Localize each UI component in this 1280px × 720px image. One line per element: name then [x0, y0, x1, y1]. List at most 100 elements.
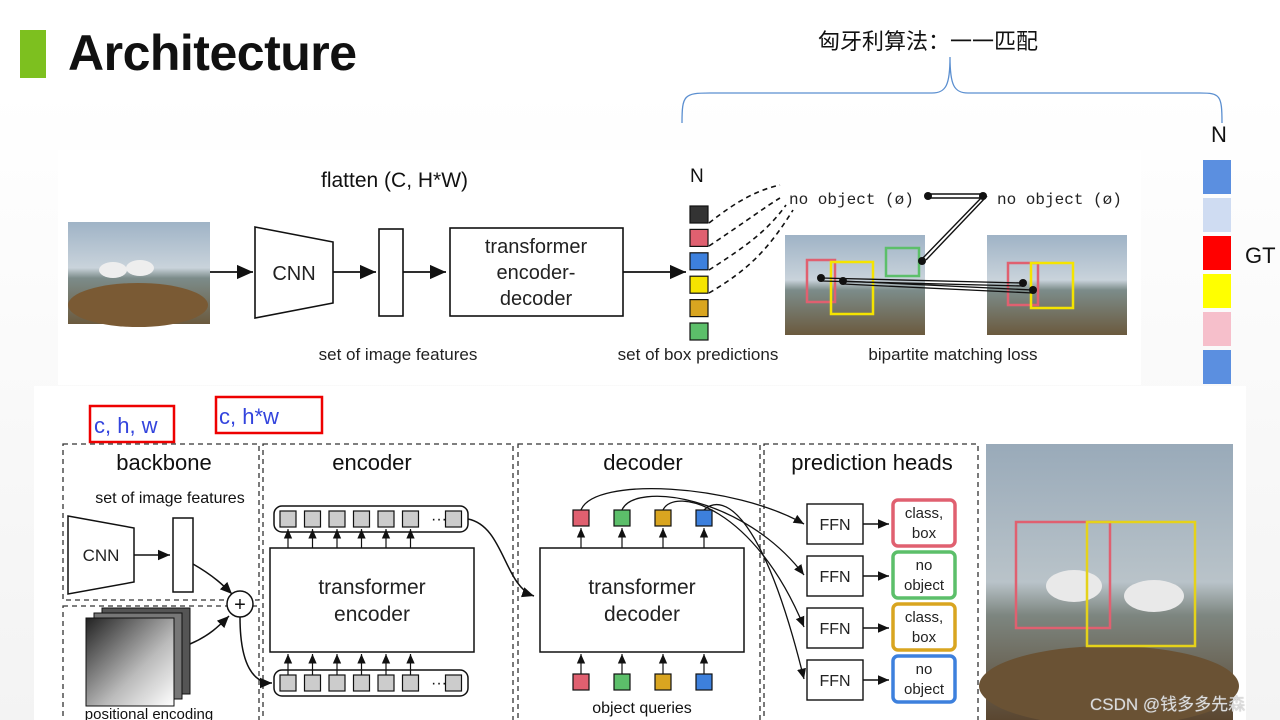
encoder-ellipsis-bottom: ··· [431, 675, 447, 692]
encoder-ellipsis-top: ··· [431, 511, 447, 528]
prediction-square [689, 205, 709, 224]
decoder-title: decoder [603, 450, 683, 475]
head-output-line-2: box [912, 525, 937, 542]
token [444, 510, 463, 528]
top-transformer-line-2: encoder- [497, 262, 576, 284]
decoder-output-square [613, 509, 631, 527]
encoder-section [262, 443, 514, 720]
ffn-label: FFN [819, 621, 850, 638]
head-output-line-2: box [912, 629, 937, 646]
ffn-label: FFN [819, 673, 850, 690]
encoder-box-line-2: encoder [334, 603, 410, 626]
no-object-left: no object (ø) [789, 191, 914, 209]
token [377, 510, 395, 528]
head-output-line-1: no [916, 661, 933, 678]
pos-encoding-caption: positional encoding [85, 706, 213, 720]
gt-label: GT [1245, 243, 1276, 268]
ffn-label: FFN [819, 569, 850, 586]
token [303, 674, 322, 692]
annotation-box-left [88, 404, 176, 444]
head-output-box [891, 550, 957, 600]
backbone-cnn-block [67, 515, 135, 595]
gt-color-cell [1203, 312, 1231, 346]
transformer-encoder-block [269, 547, 475, 653]
prediction-photo [785, 235, 925, 335]
prediction-square [689, 275, 709, 294]
head-output-box [891, 498, 957, 548]
pos-encoding-section [62, 605, 260, 720]
csdn-watermark: CSDN @钱多多先森 [1090, 695, 1246, 714]
top-transformer-block [449, 227, 624, 317]
features-caption: set of image features [319, 345, 478, 364]
annotation-right: c, h*w [219, 404, 279, 429]
decoder-section [517, 443, 761, 720]
no-object-right: no object (ø) [997, 191, 1122, 209]
positional-encoding-stack [85, 607, 191, 707]
object-query-square [613, 673, 631, 691]
token [352, 674, 371, 692]
box-predictions-caption: set of box predictions [618, 345, 779, 364]
top-diagram: CNN flatten (C, H*W) transformer encoder… [68, 166, 1127, 364]
top-transformer-line-1: transformer [485, 236, 588, 258]
object-query-square [654, 673, 672, 691]
decoder-output-square [695, 509, 713, 527]
ffn-block [806, 503, 864, 545]
head-output-line-2: object [904, 681, 945, 698]
annotation-box-right [214, 395, 324, 435]
token [279, 510, 297, 528]
gt-color-cell [1203, 236, 1231, 270]
decoder-box-line-1: transformer [588, 576, 695, 599]
head-output-box [891, 654, 957, 704]
top-transformer-line-3: decoder [500, 288, 573, 310]
token [352, 510, 371, 528]
top-cnn-label: CNN [272, 263, 315, 285]
head-output-line-1: class, [905, 505, 943, 522]
gt-column [1203, 160, 1231, 388]
prediction-squares [689, 205, 709, 341]
flatten-label: flatten (C, H*W) [321, 169, 468, 192]
backbone-title: backbone [116, 450, 211, 475]
backbone-cnn-label: CNN [83, 546, 120, 565]
object-query-square [572, 673, 590, 691]
matching-brace [681, 56, 1223, 124]
decoder-output-square [572, 509, 590, 527]
head-output-line-1: no [916, 557, 933, 574]
token [444, 674, 463, 692]
decoder-box-line-2: decoder [604, 603, 680, 626]
annotation-left: c, h, w [94, 413, 158, 438]
gt-color-cell [1203, 160, 1231, 194]
prediction-heads-section [763, 443, 979, 720]
title-accent-bar [20, 30, 46, 78]
output-photo [979, 444, 1239, 720]
token [328, 510, 346, 528]
hungarian-note: 匈牙利算法：一一匹配 [818, 30, 1039, 55]
prediction-square [689, 252, 709, 271]
object-queries-caption: object queries [592, 700, 692, 717]
head-output-line-2: object [904, 577, 945, 594]
token [401, 674, 420, 692]
matching-loss-caption: bipartite matching loss [868, 345, 1037, 364]
token [303, 510, 322, 528]
backbone-subtitle: set of image features [95, 490, 244, 507]
bottom-diagram: c, h, w c, h*w backbone set of image fea… [62, 395, 1239, 720]
input-photo [68, 222, 210, 327]
encoder-title: encoder [332, 450, 412, 475]
ffn-block [806, 607, 864, 649]
ground-truth-photo [987, 235, 1127, 335]
pred-n-label: N [690, 166, 704, 187]
token [401, 510, 420, 528]
gt-color-cell [1203, 274, 1231, 308]
ffn-block [806, 555, 864, 597]
prediction-heads-title: prediction heads [791, 450, 952, 475]
slide-title: Architecture [68, 25, 357, 81]
token [377, 674, 395, 692]
feature-bar [378, 228, 404, 317]
transformer-decoder-block [539, 547, 745, 653]
gt-color-cell [1203, 350, 1231, 384]
gt-n-label: N [1211, 122, 1227, 147]
top-cnn-block [254, 226, 334, 319]
encoder-input-tokens [273, 669, 469, 697]
encoder-box-line-1: transformer [318, 576, 425, 599]
prediction-square [689, 228, 709, 248]
head-output-line-1: class, [905, 609, 943, 626]
